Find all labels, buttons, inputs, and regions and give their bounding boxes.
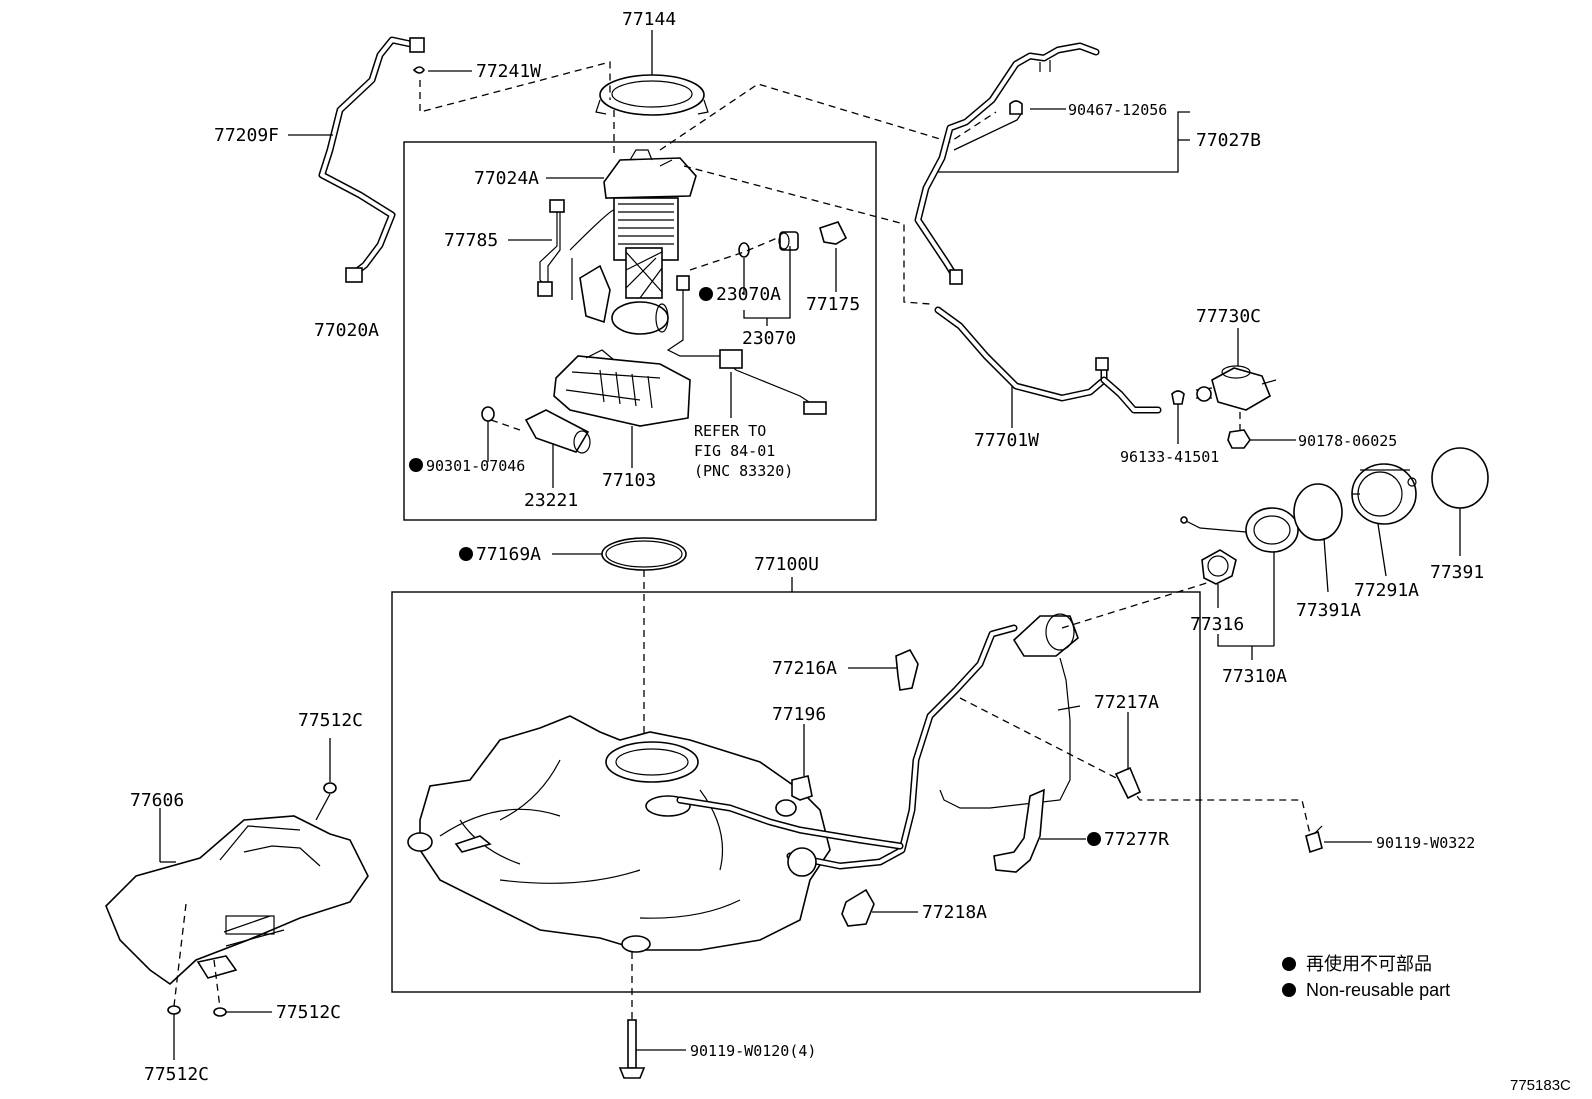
fuel-pump-module-77024a: [569, 149, 697, 335]
label-77391: 77391: [1430, 562, 1484, 583]
non-reusable-marker-77169a: [459, 547, 473, 561]
washer-77512c-top: [323, 782, 337, 794]
legend-en: Non-reusable part: [1306, 980, 1450, 1000]
label-77291a: 77291A: [1354, 580, 1419, 601]
fuel-pump-23221: [524, 409, 591, 454]
bolt-90119-w0120: [618, 1019, 646, 1079]
pump-assembly-box: [403, 141, 877, 521]
non-reusable-marker-77277r: [1087, 832, 1101, 846]
label-77020a: 77020A: [314, 320, 379, 341]
clip-77217a: [1114, 766, 1142, 800]
label-96133-41501: 96133-41501: [1120, 448, 1219, 466]
label-77169a: 77169A: [476, 544, 541, 565]
fuel-tank-77100u: [407, 715, 831, 953]
clip-77218a: [841, 888, 875, 927]
clip-77216a: [895, 648, 919, 691]
gasket-77391a: [1293, 483, 1343, 541]
refer-line-2: FIG 84-01: [694, 442, 775, 460]
fuel-sender-wire: [666, 275, 827, 415]
under-cover-77606: [105, 815, 369, 986]
label-77103: 77103: [602, 470, 656, 491]
label-77241w: 77241W: [476, 61, 541, 82]
bracket-77277r: [993, 788, 1045, 873]
filler-neck-77291a: [1351, 463, 1417, 525]
label-90178-06025: 90178-06025: [1298, 432, 1397, 450]
o-ring-90301-07046: [481, 406, 495, 422]
cap-gasket-77316: [1201, 549, 1237, 585]
retainer-ring-77144: [595, 74, 709, 116]
label-90119-w0322: 90119-W0322: [1376, 834, 1475, 852]
bolt-90119-w0322: [1305, 825, 1323, 854]
label-77512c-bot: 77512C: [144, 1064, 209, 1085]
fuel-cap-77310a: [1180, 507, 1299, 553]
label-77209f: 77209F: [214, 125, 279, 146]
clip-77196: [791, 775, 813, 801]
nut-90178-06025: [1227, 429, 1251, 449]
non-reusable-marker-90301: [409, 458, 423, 472]
filler-pipe: [676, 613, 1081, 877]
clamp-90467-12056: [1009, 100, 1023, 115]
fuel-tank-assembly-box: [391, 591, 1201, 993]
gasket-77169a: [601, 537, 687, 571]
legend-marker-en: [1282, 983, 1296, 997]
label-77217a: 77217A: [1094, 692, 1159, 713]
washer-77512c-bot: [167, 1005, 181, 1015]
label-23070a: 23070A: [716, 284, 781, 305]
label-77316: 77316: [1190, 614, 1244, 635]
hose-77209f: [318, 36, 425, 283]
legend-jp: 再使用不可部品: [1306, 954, 1432, 974]
label-77512c-mid: 77512C: [276, 1002, 341, 1023]
washer-77512c-mid: [213, 1007, 227, 1017]
label-77216a: 77216A: [772, 658, 837, 679]
clip-77241w: [412, 66, 425, 74]
label-77606: 77606: [130, 790, 184, 811]
non-reusable-marker-23070a: [699, 287, 713, 301]
figure-id: 775183C: [1510, 1077, 1571, 1094]
seal-77391: [1431, 447, 1489, 509]
label-77512c-top: 77512C: [298, 710, 363, 731]
clip-77175: [819, 221, 848, 245]
hose-77701w: [934, 306, 1162, 414]
pressure-regulator-23070: [778, 231, 799, 251]
label-77277r: 77277R: [1104, 829, 1169, 850]
pump-bracket-77103: [553, 349, 691, 427]
label-77701w: 77701W: [974, 430, 1039, 451]
label-77027b: 77027B: [1196, 130, 1261, 151]
label-77024a: 77024A: [474, 168, 539, 189]
legend-marker-jp: [1282, 957, 1296, 971]
label-77310a: 77310A: [1222, 666, 1287, 687]
label-77730c: 77730C: [1196, 306, 1261, 327]
label-77100u: 77100U: [754, 554, 819, 575]
label-90301-07046: 90301-07046: [426, 457, 525, 475]
label-23221: 23221: [524, 490, 578, 511]
wire-harness-77785: [537, 199, 565, 297]
breather-tube-77027b: [914, 42, 1100, 285]
label-77785: 77785: [444, 230, 498, 251]
label-77218a: 77218A: [922, 902, 987, 923]
label-90119-w0120: 90119-W0120(4): [690, 1042, 816, 1060]
label-77144: 77144: [622, 9, 676, 30]
refer-line-1: REFER TO: [694, 422, 766, 440]
label-77175: 77175: [806, 294, 860, 315]
label-77391a: 77391A: [1296, 600, 1361, 621]
label-23070: 23070: [742, 328, 796, 349]
fuel-filter-77730c: [1195, 365, 1277, 411]
refer-line-3: (PNC 83320): [694, 462, 793, 480]
label-77196: 77196: [772, 704, 826, 725]
label-90467-12056: 90467-12056: [1068, 101, 1167, 119]
clamp-96133-41501: [1171, 390, 1185, 405]
